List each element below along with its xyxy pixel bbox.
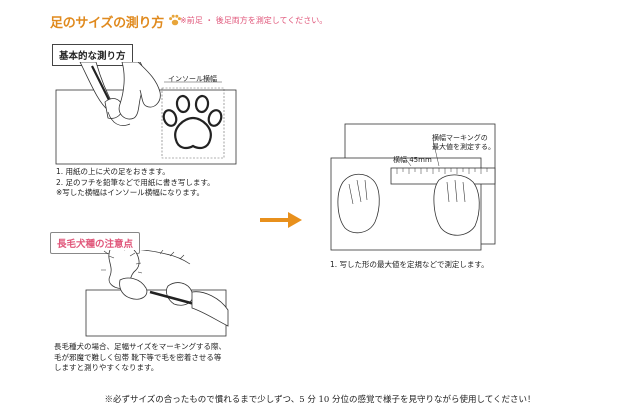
longhair-note-3: しますと測りやすくなります。 xyxy=(54,363,159,372)
longhair-illustration xyxy=(85,250,229,337)
width-45mm-label: 横幅 45mm xyxy=(393,156,432,164)
measure-illustration xyxy=(330,123,496,251)
marking-max-label-line-1: 横幅マーキングの xyxy=(432,134,488,142)
arrow-right-icon xyxy=(260,212,302,228)
page-header: 足のサイズの測り方 xyxy=(50,10,182,32)
basic-step-1: 1. 用紙の上に犬の足をおきます。 xyxy=(56,167,170,176)
longhair-note-1: 長毛種犬の場合、足幅サイズをマーキングする際、 xyxy=(54,342,227,351)
marking-max-label-line-2: 最大値を測定する。 xyxy=(432,143,495,151)
marking-max-label: 横幅マーキングの 最大値を測定する。 xyxy=(432,134,495,152)
section-label-longhair: 長毛犬種の注意点 xyxy=(50,232,141,254)
page-title: 足のサイズの測り方 xyxy=(50,15,164,31)
basic-step-note: ※写した横幅はインソール横幅になります。 xyxy=(56,188,205,197)
basic-illustration xyxy=(55,62,237,165)
paw-icon xyxy=(168,13,182,30)
measure-step: 1. 写した形の最大値を定規などで測定します。 xyxy=(330,260,489,269)
longhair-note-2: 毛が邪魔で難しく包帯 靴下等で毛を密着させる等 xyxy=(54,352,222,362)
basic-steps: 1. 用紙の上に犬の足をおきます。 2. 足のフチを鉛筆などで用紙に書き写します… xyxy=(56,167,215,199)
footer-note: ※必ずサイズの合ったもので慣れるまで少しずつ、5 分 10 分位の感覚で様子を見… xyxy=(104,395,536,405)
insole-width-label: インソール横幅 xyxy=(168,75,217,83)
basic-step-2: 2. 足のフチを鉛筆などで用紙に書き写します。 xyxy=(56,177,215,187)
longhair-notes: 長毛種犬の場合、足幅サイズをマーキングする際、 毛が邪魔で難しく包帯 靴下等で毛… xyxy=(54,342,226,374)
page-subtitle: ※前足 ・ 後足両方を測定してください。 xyxy=(180,16,328,25)
